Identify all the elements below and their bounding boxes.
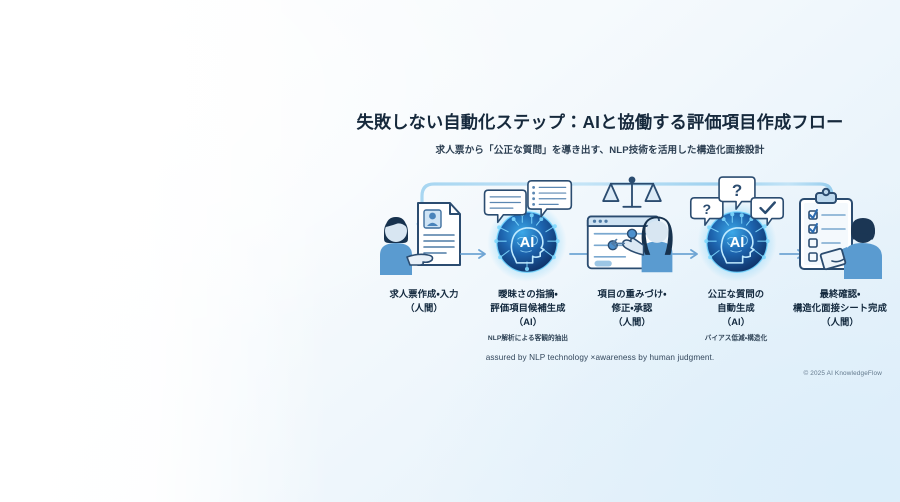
- flow-steps: AI: [372, 170, 892, 355]
- flow-step-labels: 求人票作成・入力 （人間） 曖昧さの指摘・ 評価項目候補生成 （AI） NLP解…: [372, 288, 892, 342]
- flow-step-4-label: 公正な質問の 自動生成 （AI）: [707, 289, 765, 327]
- flow-step-5[interactable]: [792, 170, 892, 285]
- svg-text:?: ?: [732, 181, 742, 200]
- question-bubble-center: ?: [718, 176, 756, 210]
- page-subtitle: 求人票から「公正な質問」を導き出す、NLP技術を活用した構造化面接設計: [435, 144, 765, 156]
- clipboard-checklist-with-person-tablet-icon: [792, 170, 892, 285]
- ai-brain-sphere-with-speech-bubbles-icon: AI: [477, 170, 577, 285]
- process-flow-diagram: AI: [372, 170, 892, 355]
- flow-step-2-subcaption: NLP解析による客観的抽出: [487, 335, 569, 343]
- person-with-resume-document-icon: [372, 170, 472, 285]
- flow-step-2-label-column: 曖昧さの指摘・ 評価項目候補生成 （AI） NLP解析による客観的抽出: [476, 288, 580, 342]
- page-title: 失敗しない自動化ステップ：AIと協働する評価項目作成フロー: [356, 112, 844, 132]
- flow-step-1-label-column: 求人票作成・入力 （人間）: [372, 288, 476, 342]
- ai-brain-sphere-with-question-bubbles-icon: AI ? ?: [687, 170, 787, 285]
- svg-text:AI: AI: [520, 235, 535, 251]
- flow-step-2-label: 曖昧さの指摘・ 評価項目候補生成 （AI）: [490, 289, 566, 327]
- tagline: assured by NLP technology ×awareness by …: [485, 353, 715, 362]
- header: 失敗しない自動化ステップ：AIと協働する評価項目作成フロー 求人票から「公正な質…: [300, 112, 900, 156]
- svg-text:?: ?: [702, 201, 711, 217]
- flow-step-1[interactable]: [372, 170, 486, 285]
- left-fade-overlay: [0, 0, 330, 502]
- flow-step-4-subcaption: バイアス低減・構造化: [704, 335, 768, 343]
- right-arrow-icon: [460, 249, 486, 259]
- scales-of-justice-with-dashboard-icon: [582, 170, 682, 285]
- flow-step-2[interactable]: AI: [477, 170, 595, 285]
- copyright: © 2025 AI KnowledgeFlow: [803, 370, 882, 377]
- flow-step-5-label: 最終確認・ 構造化面接シート完成 （人間）: [793, 289, 887, 327]
- flow-step-3-label: 項目の重みづけ・ 修正・承認 （人間）: [597, 289, 667, 327]
- flow-step-5-label-column: 最終確認・ 構造化面接シート完成 （人間）: [788, 288, 892, 342]
- right-arrow-icon: [672, 249, 698, 259]
- svg-text:AI: AI: [730, 235, 745, 251]
- check-bubble-right: [750, 196, 785, 226]
- flow-step-4[interactable]: AI ? ?: [687, 170, 805, 285]
- flow-step-4-label-column: 公正な質問の 自動生成 （AI） バイアス低減・構造化: [684, 288, 788, 342]
- flow-step-3[interactable]: [582, 170, 698, 285]
- flow-step-3-label-column: 項目の重みづけ・ 修正・承認 （人間）: [580, 288, 684, 342]
- flow-step-1-label: 求人票作成・入力 （人間）: [389, 289, 459, 313]
